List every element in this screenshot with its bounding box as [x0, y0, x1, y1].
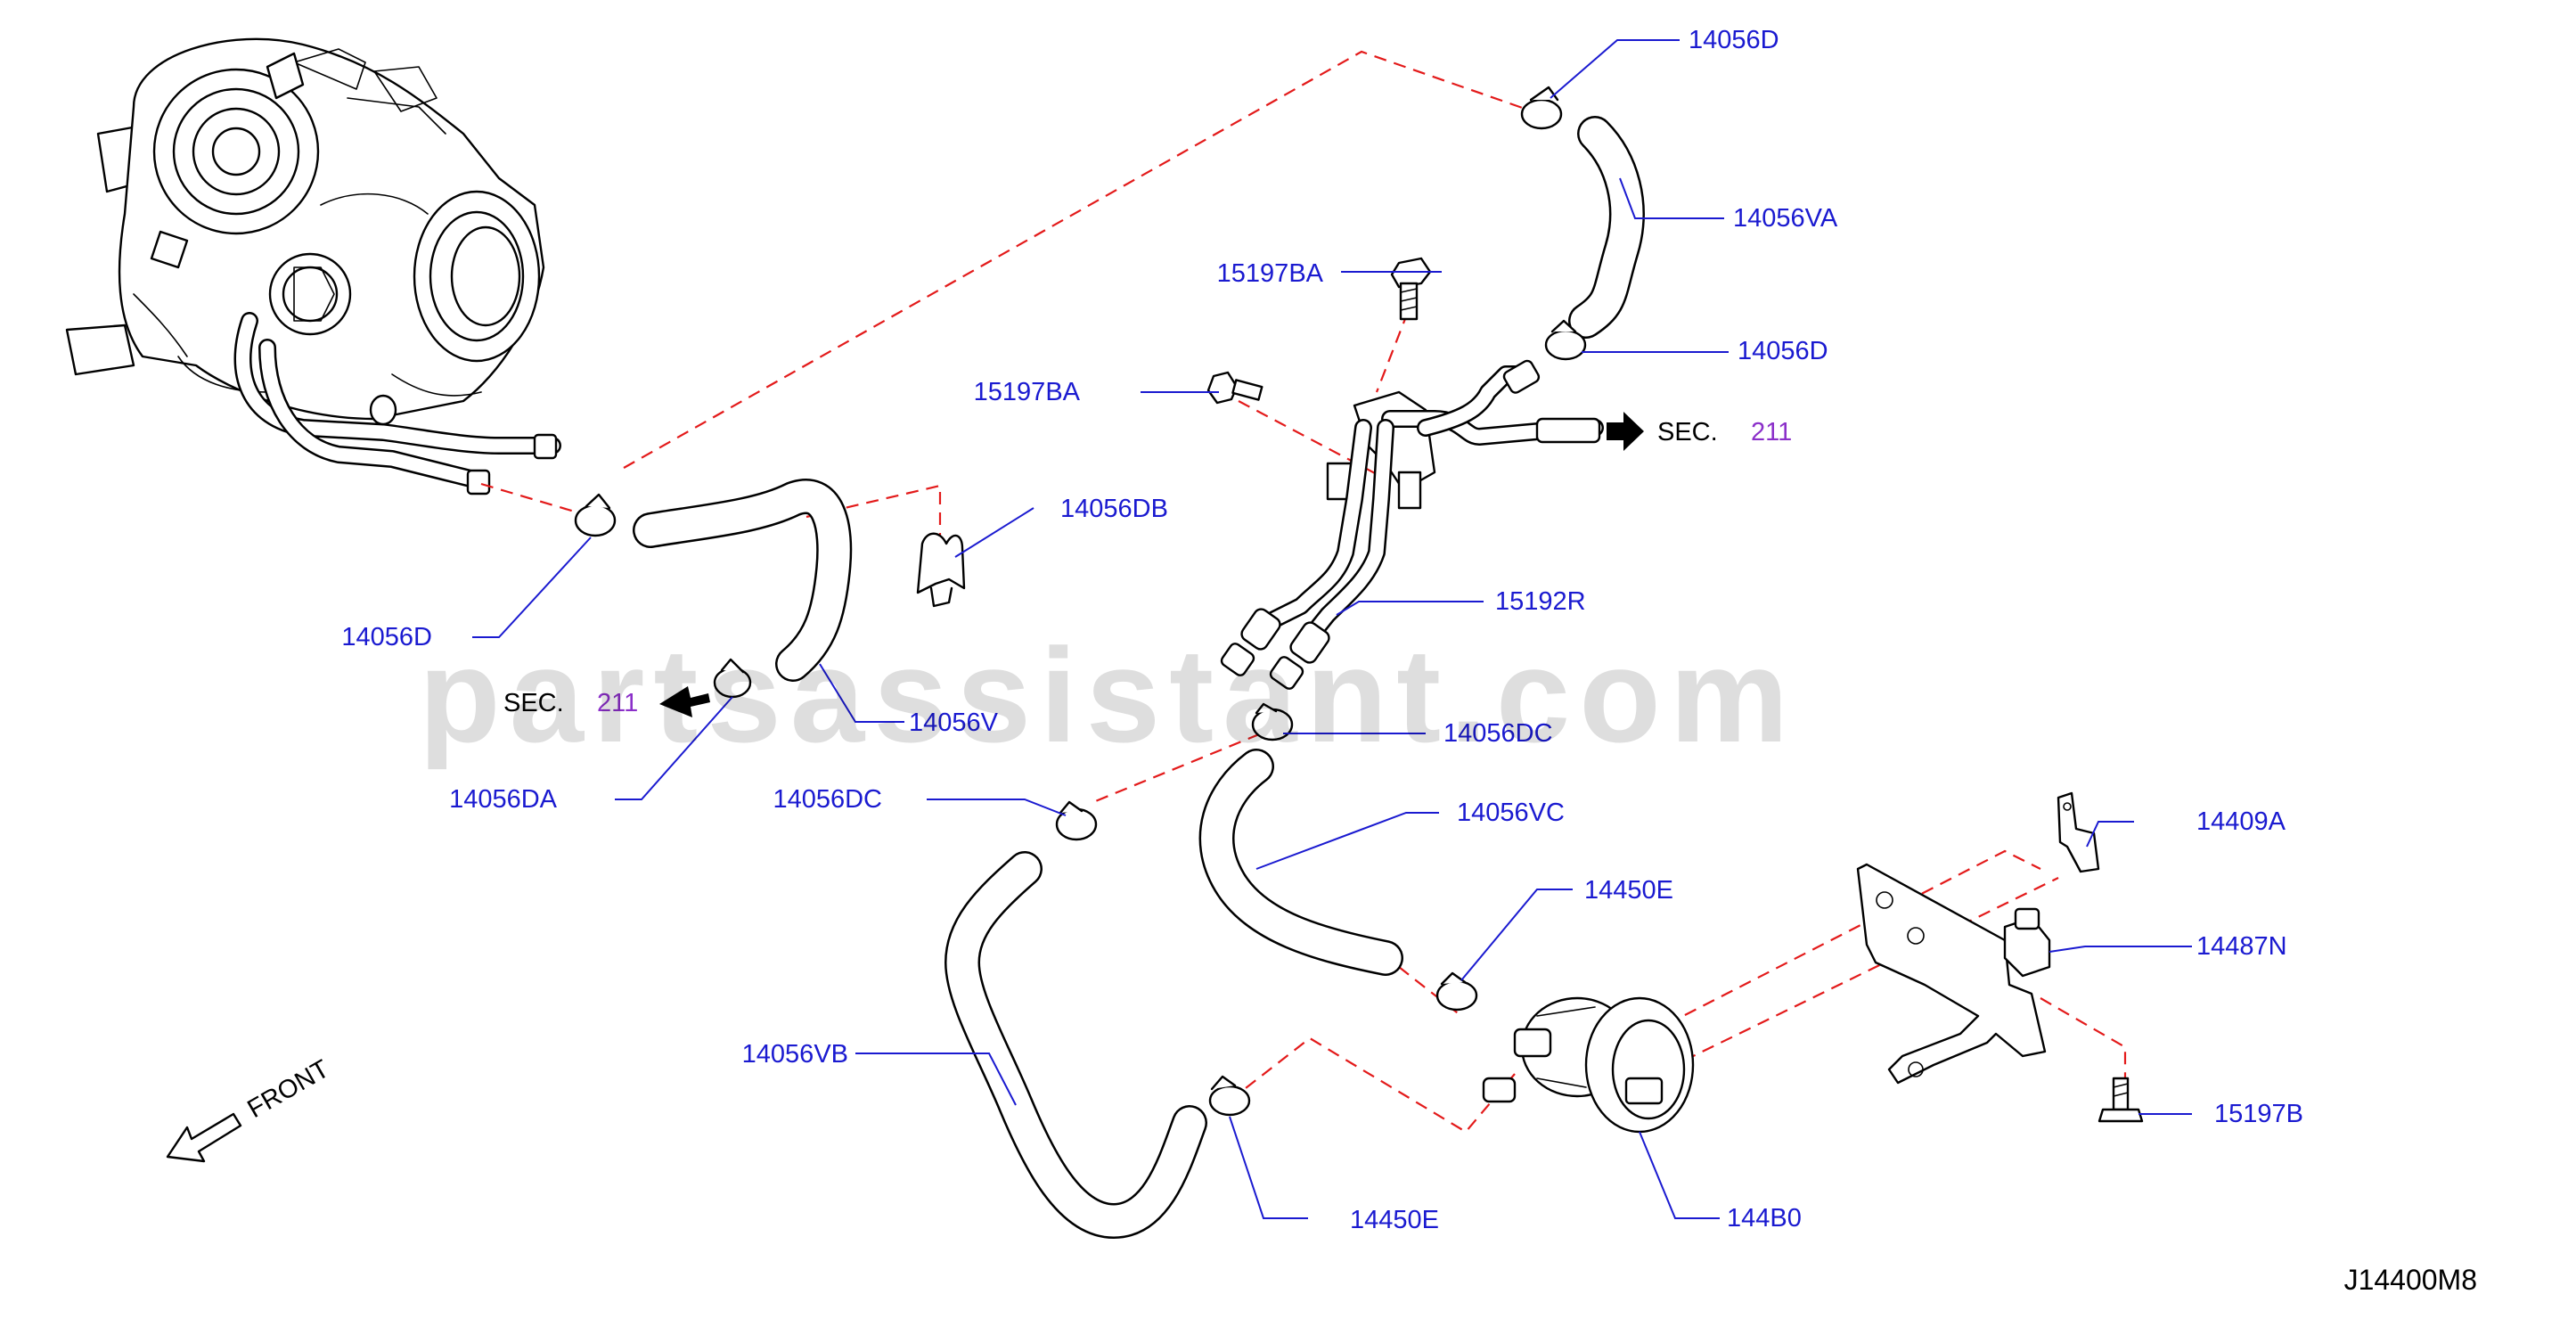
label-14056D-top: 14056D: [1689, 26, 1779, 54]
part-labels: 14056D 14056VA 14056D 15197BA 15197BA 14…: [341, 26, 2303, 1234]
label-14450E-upper: 14450E: [1584, 876, 1673, 905]
sec-ref-right-number: 211: [1751, 418, 1792, 446]
label-14056DA: 14056DA: [449, 785, 558, 814]
pipe-assembly-15192R: [1220, 359, 1604, 690]
leader-lines: [472, 39, 2192, 1219]
hose-14056VB: [945, 851, 1207, 1239]
sec-reference-right: SEC. 211: [1607, 412, 1792, 451]
hose-14056VA: [1568, 116, 1645, 339]
bolt-15197BA-left: [1206, 371, 1263, 405]
label-14056VB: 14056VB: [742, 1040, 848, 1069]
clamp-14056DC-right: [1251, 702, 1294, 741]
bracket-14409A: [2057, 791, 2100, 873]
arrow-left-icon: [659, 686, 710, 717]
sec-reference-left: SEC. 211: [503, 686, 710, 717]
label-14056DC-right: 14056DC: [1443, 719, 1553, 748]
label-14056DC-left: 14056DC: [773, 785, 882, 814]
label-14409A: 14409A: [2196, 807, 2286, 836]
label-14056D-mid: 14056D: [1738, 337, 1828, 365]
label-15197BA-top: 15197BA: [1217, 259, 1324, 288]
front-arrow-icon: [166, 1112, 242, 1163]
label-15197B: 15197B: [2214, 1100, 2303, 1128]
clamp-14056DA: [713, 658, 752, 699]
label-15197BA-left: 15197BA: [974, 378, 1081, 406]
label-14056D-left: 14056D: [341, 623, 432, 651]
watermark-text: partsassistant.com: [419, 620, 1797, 770]
sec-ref-left-prefix: SEC.: [503, 689, 564, 717]
clamp-14450E-upper: [1435, 971, 1478, 1012]
label-14056V: 14056V: [909, 709, 999, 737]
label-14450E-lower: 14450E: [1350, 1206, 1439, 1234]
label-15192R: 15192R: [1495, 587, 1586, 616]
diagram-code: J14400M8: [2344, 1264, 2477, 1296]
bolt-15197B: [2098, 1077, 2144, 1123]
label-144B0: 144B0: [1727, 1204, 1802, 1233]
clamp-14056D-mid: [1544, 319, 1587, 361]
label-14056VA: 14056VA: [1733, 204, 1838, 233]
water-pump-144B0: [1482, 996, 1695, 1134]
sec-ref-left-number: 211: [597, 689, 638, 717]
clamp-14056DC-left: [1055, 800, 1098, 841]
clip-14056DB: [916, 532, 966, 608]
turbocharger-drawing: [65, 37, 561, 496]
label-14056VC: 14056VC: [1457, 799, 1565, 827]
clamp-14056D-left: [574, 493, 617, 537]
hose-14056V: [633, 479, 853, 682]
sec-ref-right-prefix: SEC.: [1657, 418, 1718, 446]
bracket-14487N: [1856, 863, 2051, 1085]
front-indicator: FRONT: [166, 1054, 335, 1163]
label-14487N: 14487N: [2196, 932, 2287, 961]
hose-14056VC: [1198, 749, 1403, 976]
arrow-right-icon: [1607, 412, 1644, 451]
bolt-15197BA-top: [1390, 257, 1432, 321]
clamp-14450E-lower: [1208, 1075, 1251, 1117]
label-14056DB: 14056DB: [1060, 495, 1168, 523]
front-label: FRONT: [243, 1054, 335, 1124]
